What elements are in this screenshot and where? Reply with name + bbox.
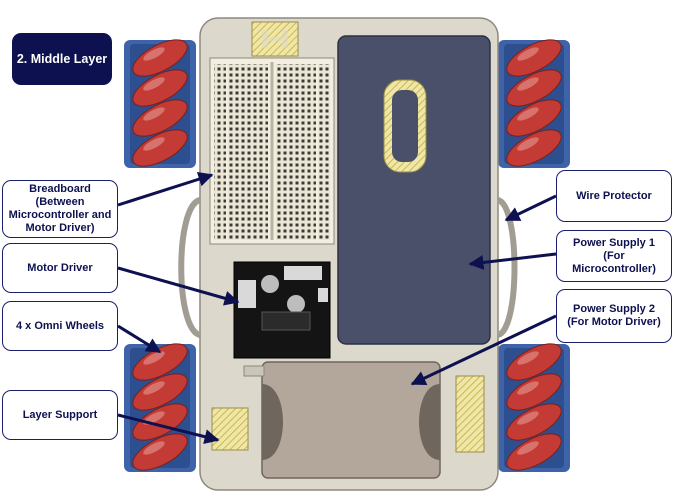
callout-power-supply-1: Power Supply 1 (For Microcontroller) [556, 230, 672, 282]
arrow-motor-driver [117, 266, 240, 306]
callout-motor-driver: Motor Driver [2, 243, 118, 293]
breadboard [209, 57, 335, 245]
callout-omni-wheels: 4 x Omni Wheels [2, 301, 118, 351]
arrow-power-supply-1 [468, 252, 557, 270]
omni-wheel-front-right [497, 31, 571, 175]
callout-wire-protector: Wire Protector [556, 170, 672, 222]
wire-protector-left [178, 197, 202, 338]
callout-breadboard: Breadboard (Between Microcontroller and … [2, 180, 118, 238]
layer-support-bottom-right [455, 375, 485, 453]
wire-protector-right [496, 197, 518, 338]
omni-wheel-front-left [123, 31, 197, 175]
arrow-omni-wheels [117, 324, 162, 354]
power-supply-1 [337, 35, 491, 345]
arrow-layer-support [117, 413, 220, 445]
motor-driver [233, 261, 331, 359]
power-supply-2 [243, 361, 441, 479]
omni-wheel-rear-left [123, 335, 197, 479]
callout-layer-support: Layer Support [2, 390, 118, 440]
omni-wheel-rear-right [497, 335, 571, 479]
callout-power-supply-2: Power Supply 2 (For Motor Driver) [556, 289, 672, 343]
arrow-power-supply-2 [410, 314, 557, 386]
arrow-breadboard [117, 171, 214, 207]
layer-support-bottom-left [211, 407, 249, 451]
arrow-wire-protector [504, 194, 557, 222]
section-title: 2. Middle Layer [12, 33, 112, 85]
